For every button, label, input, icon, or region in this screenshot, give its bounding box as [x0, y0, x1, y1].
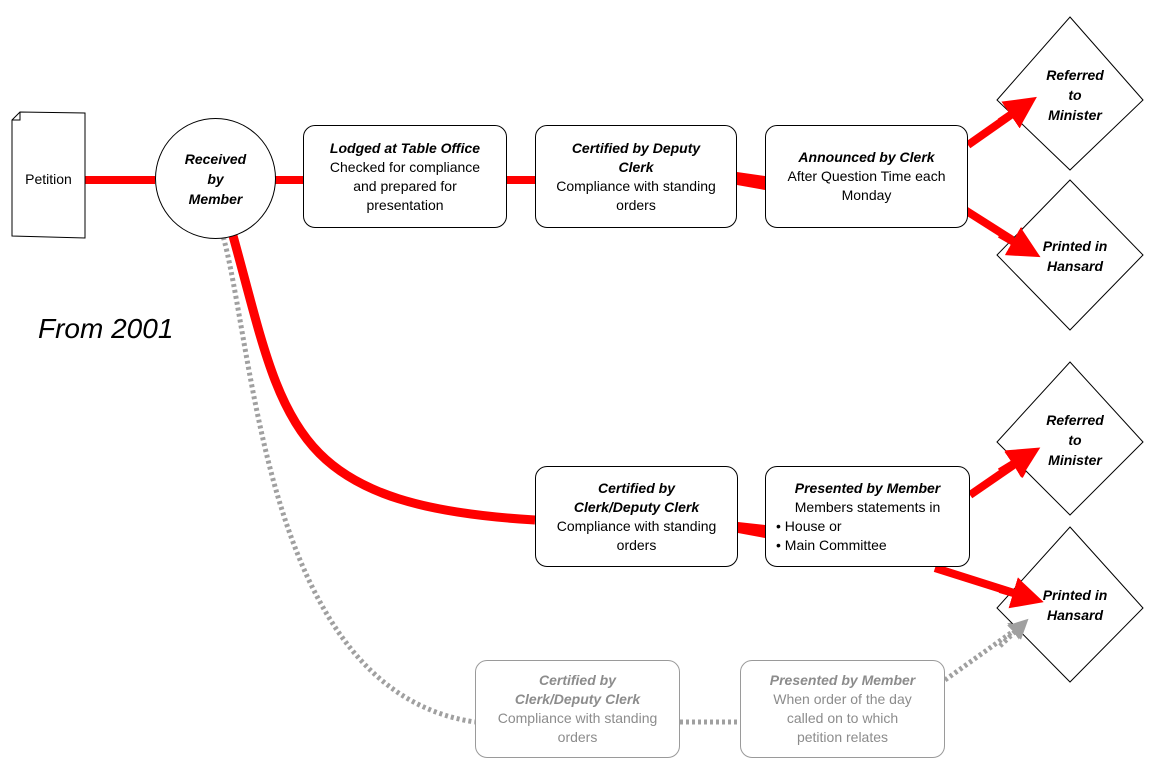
top-printed-in-hansard-label: Printed in Hansard	[1042, 238, 1108, 274]
mid-referred-to-minister-label: Referred to Minister	[1046, 412, 1104, 468]
certified-by-deputy-clerk-box: Certified by Deputy Clerk Compliance wit…	[535, 125, 737, 228]
top-referred-to-minister-label: Referred to Minister	[1046, 67, 1104, 123]
middle-certified-by-clerk-box: Certified by Clerk/Deputy Clerk Complian…	[535, 466, 738, 567]
mid-printed-in-hansard-label: Printed in Hansard	[1042, 587, 1108, 623]
announced-by-clerk-box: Announced by Clerk After Question Time e…	[765, 125, 968, 228]
petition-document-shape	[11, 111, 86, 239]
connector-received-to-middle-certified	[225, 223, 536, 525]
lodged-at-table-office-box: Lodged at Table Office Checked for compl…	[303, 125, 507, 228]
from-year-label: From 2001	[38, 313, 174, 344]
bottom-presented-by-member-box: Presented by Member When order of the da…	[740, 660, 945, 758]
bottom-certified-by-clerk-box: Certified by Clerk/Deputy Clerk Complian…	[475, 660, 680, 758]
middle-presented-by-member-box: Presented by Member Members statements i…	[765, 466, 970, 567]
connector-middle-certified-to-presented	[738, 522, 765, 538]
connector-grey-presented-to-hansard	[943, 619, 1030, 683]
diamond-top-referred	[996, 16, 1144, 171]
connector-grey-received-to-certified	[215, 219, 476, 725]
connector-certified-to-announced	[737, 172, 765, 190]
petition-label: Petition	[25, 171, 72, 187]
received-by-member-node: Received by Member	[155, 118, 276, 239]
